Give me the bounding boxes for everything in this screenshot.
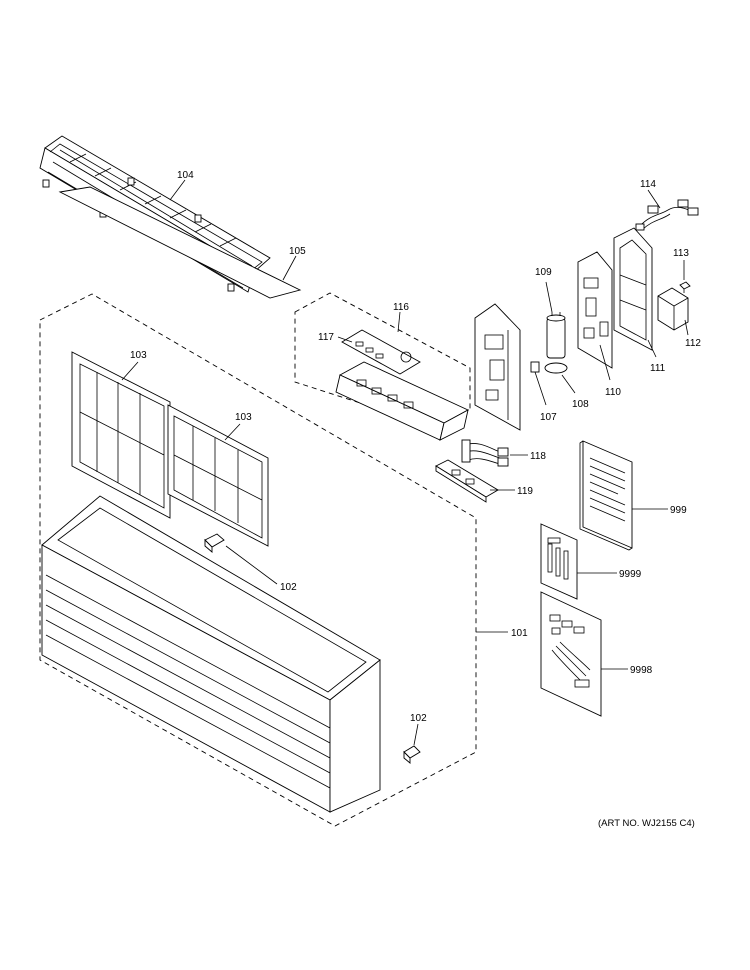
leader-114: [647, 189, 661, 209]
art-number: (ART NO. WJ2155 C4): [598, 818, 695, 829]
callout-117: 117: [318, 332, 334, 343]
capacitor-part-109[interactable]: [546, 312, 566, 359]
callout-102b: 102: [410, 713, 427, 724]
callout-116: 116: [393, 302, 409, 313]
control-panel-overlay-part-117[interactable]: [341, 329, 421, 375]
clip-part-102-upper[interactable]: [204, 533, 225, 553]
hardware-kit-part-9998[interactable]: [540, 591, 602, 717]
wire-harness-part-114[interactable]: [635, 199, 699, 231]
assembly-boundary-101: [39, 293, 477, 827]
callout-112: 112: [685, 338, 701, 349]
leader-111: [647, 339, 657, 358]
leader-103b: [224, 423, 241, 441]
capacitor-strap-part-108[interactable]: [530, 361, 568, 374]
leader-102b: [413, 723, 419, 746]
callout-103a: 103: [130, 350, 147, 361]
callout-114: 114: [640, 179, 656, 190]
callout-110: 110: [605, 387, 621, 398]
callout-102a: 102: [280, 582, 297, 593]
leader-112: [684, 319, 689, 336]
leader-108: [561, 374, 576, 394]
callout-109: 109: [535, 267, 552, 278]
callout-118: 118: [530, 451, 546, 462]
leader-117: [337, 336, 353, 343]
leader-116: [397, 311, 401, 333]
callout-999: 999: [670, 505, 687, 516]
callout-105: 105: [289, 246, 306, 257]
callout-107: 107: [540, 412, 557, 423]
leader-110: [599, 344, 611, 381]
parts-kit-part-9999[interactable]: [540, 523, 578, 600]
callout-108: 108: [572, 399, 589, 410]
leader-104: [169, 179, 186, 201]
front-cover-part-101[interactable]: [41, 495, 381, 813]
callout-104: 104: [177, 170, 194, 181]
callout-103b: 103: [235, 412, 252, 423]
air-filter-part-103-right[interactable]: [167, 404, 269, 547]
control-housing-part-116[interactable]: [335, 361, 470, 441]
callout-9999: 9999: [619, 569, 642, 580]
callout-113: 113: [673, 248, 689, 259]
screw-part-113[interactable]: [679, 281, 691, 293]
harness-part-118[interactable]: [461, 439, 509, 467]
main-board-part-110[interactable]: [577, 251, 613, 369]
control-group-boundary-116: [294, 292, 471, 429]
leader-107: [534, 371, 547, 406]
transformer-part-112[interactable]: [657, 287, 689, 331]
board-bracket-part-111[interactable]: [613, 227, 653, 351]
leader-103a: [121, 361, 139, 381]
control-board-part-107[interactable]: [474, 303, 521, 431]
callout-101: 101: [511, 628, 528, 639]
air-filter-part-103-left[interactable]: [71, 351, 171, 519]
clip-part-102-lower[interactable]: [403, 745, 421, 764]
leader-109: [545, 281, 553, 313]
filter-sheet-part-105[interactable]: [58, 186, 302, 299]
sensor-board-part-119[interactable]: [435, 459, 499, 503]
callout-111: 111: [650, 363, 666, 374]
owners-manual-part-999[interactable]: [579, 440, 633, 551]
leader-102a: [225, 545, 278, 585]
callout-9998: 9998: [630, 665, 653, 676]
callout-119: 119: [517, 486, 533, 497]
leader-105: [282, 255, 297, 281]
